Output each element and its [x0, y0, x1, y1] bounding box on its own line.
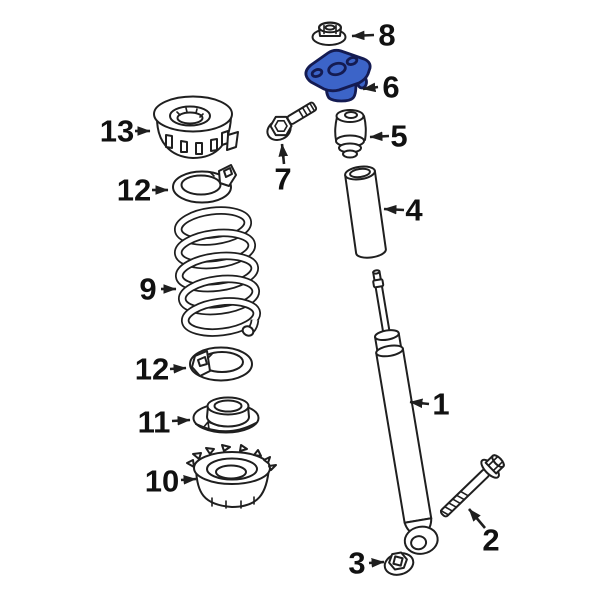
part-shock-mounting-bolt[interactable]	[435, 451, 509, 523]
callout-6[interactable]: 6	[362, 70, 400, 105]
part-coil-spring[interactable]	[173, 206, 262, 338]
callout-2[interactable]: 2	[468, 508, 500, 558]
callout-10[interactable]: 10	[145, 464, 197, 499]
callout-label-12-lower[interactable]: 12	[135, 352, 169, 387]
callout-arrow-4	[383, 204, 405, 215]
callout-label-6[interactable]: 6	[382, 70, 399, 105]
callout-arrow-10	[180, 475, 197, 485]
callout-label-4[interactable]: 4	[405, 193, 423, 228]
part-lower-spring-seat[interactable]	[186, 444, 277, 509]
callout-arrow-8	[351, 30, 375, 41]
callout-9[interactable]: 9	[139, 272, 177, 307]
callout-label-1[interactable]: 1	[432, 387, 449, 422]
callout-arrow-11	[171, 415, 191, 426]
callout-5[interactable]: 5	[369, 119, 408, 154]
callout-label-11[interactable]: 11	[138, 405, 171, 440]
callout-label-3[interactable]: 3	[348, 546, 365, 581]
callout-1[interactable]: 1	[409, 387, 450, 422]
part-shock-mount-highlighted[interactable]	[304, 48, 372, 103]
part-shock-mounting-nut[interactable]	[382, 550, 415, 578]
callout-arrow-3	[368, 558, 385, 568]
callout-arrow-12-lower	[169, 363, 187, 374]
part-spring-cap-mount[interactable]	[153, 95, 239, 159]
callout-label-12-upper[interactable]: 12	[117, 173, 151, 208]
callout-label-9[interactable]: 9	[139, 272, 156, 307]
callout-label-8[interactable]: 8	[378, 18, 395, 53]
callout-arrow-7	[278, 143, 289, 165]
callout-label-10[interactable]: 10	[145, 464, 179, 499]
callout-arrow-1	[409, 398, 430, 409]
callout-label-7[interactable]: 7	[274, 162, 291, 197]
part-upper-spring-seat[interactable]	[192, 396, 260, 434]
callout-12-lower[interactable]: 12	[135, 352, 187, 387]
callout-7[interactable]: 7	[274, 143, 292, 197]
callout-8[interactable]: 8	[351, 18, 396, 53]
part-bump-stop[interactable]	[334, 109, 367, 159]
callout-3[interactable]: 3	[348, 546, 385, 581]
part-spring-insulator-upper[interactable]	[172, 164, 237, 204]
callout-11[interactable]: 11	[138, 405, 191, 440]
callout-label-2[interactable]: 2	[482, 523, 499, 558]
callout-4[interactable]: 4	[383, 193, 423, 228]
callout-arrow-5	[369, 131, 390, 142]
part-mount-bolt[interactable]	[264, 101, 318, 144]
part-shock-absorber[interactable]	[360, 268, 440, 557]
callout-arrow-2	[468, 508, 486, 529]
part-spring-insulator-lower[interactable]	[189, 346, 253, 382]
part-shock-dust-cover[interactable]	[344, 165, 387, 260]
part-mount-flange-nut[interactable]	[311, 21, 347, 46]
callout-label-13[interactable]: 13	[100, 114, 134, 149]
callout-13[interactable]: 13	[100, 114, 151, 149]
callout-arrow-6	[362, 82, 379, 93]
callout-label-5[interactable]: 5	[390, 119, 407, 154]
callout-12-upper[interactable]: 12	[117, 173, 169, 208]
